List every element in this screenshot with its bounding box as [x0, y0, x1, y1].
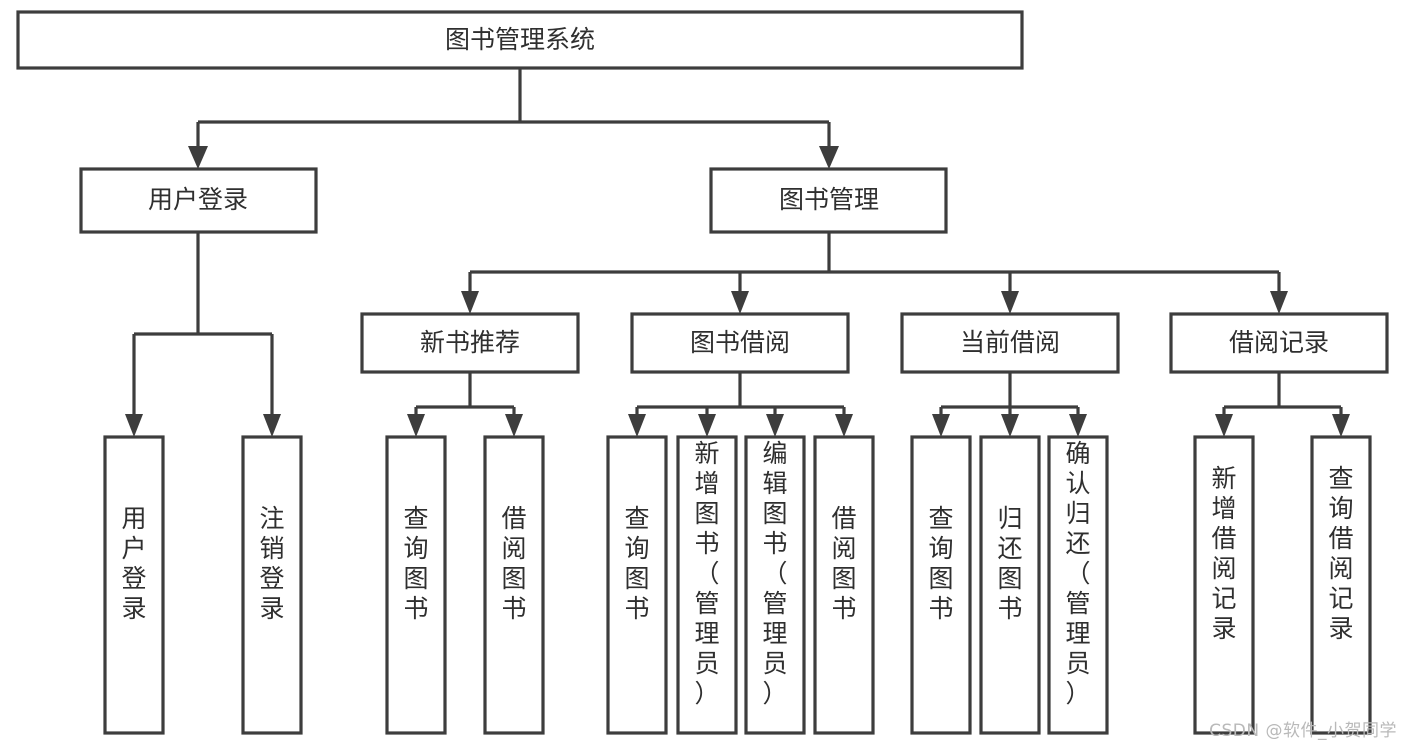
- leaf-group-new-book: 查询图书 借阅图书: [385, 435, 545, 735]
- node-new-book-box[interactable]: [360, 312, 580, 374]
- arrow-head-leaf-user-login-2: [263, 414, 281, 437]
- leaf-box[interactable]: [813, 435, 875, 735]
- arrow-head-current-borrow: [1001, 291, 1019, 314]
- node-book-borrow-box[interactable]: [630, 312, 850, 374]
- node-borrow-record[interactable]: 借阅记录: [1169, 312, 1389, 374]
- node-borrow-record-label: 借阅记录: [1229, 328, 1329, 357]
- leaf-node[interactable]: 新增借阅记录: [1193, 435, 1255, 735]
- node-book-borrow-label: 图书借阅: [690, 328, 790, 357]
- connector-group-new-book: [407, 372, 523, 437]
- node-user-login-label: 用户登录: [148, 185, 248, 214]
- leaf-node[interactable]: 借阅图书: [813, 435, 875, 735]
- leaf-group-borrow-record: 新增借阅记录 查询借阅记录: [1193, 435, 1372, 735]
- leaf-label: 查询借阅记录: [1328, 464, 1353, 643]
- leaf-box[interactable]: [606, 435, 668, 735]
- leaf-label: 查询图书: [403, 504, 428, 623]
- leaf-group-user-login: 用户登录 注销登录: [103, 435, 303, 735]
- node-current-borrow-box[interactable]: [900, 312, 1120, 374]
- leaf-node[interactable]: 注销登录: [241, 435, 303, 735]
- leaf-label: 查询图书: [928, 504, 953, 623]
- leaf-node[interactable]: 借阅图书: [483, 435, 545, 735]
- leaf-label: 用户登录: [121, 504, 146, 623]
- arrow-head-leaf-current-borrow-2: [1001, 414, 1019, 437]
- arrow-head-leaf-borrow-record-1: [1215, 414, 1233, 437]
- node-current-borrow[interactable]: 当前借阅: [900, 312, 1120, 374]
- node-book-manage-box[interactable]: [709, 167, 948, 234]
- leaf-box[interactable]: [1047, 435, 1109, 735]
- leaf-label: 借阅图书: [831, 504, 856, 623]
- arrow-head-book-manage: [819, 146, 839, 169]
- leaf-node[interactable]: 查询图书: [385, 435, 447, 735]
- leaf-box[interactable]: [483, 435, 545, 735]
- connector-group-book-borrow: [628, 372, 853, 437]
- node-borrow-record-box[interactable]: [1169, 312, 1389, 374]
- leaf-node[interactable]: 编辑图书（管理员）: [744, 435, 806, 735]
- arrow-head-leaf-borrow-record-2: [1332, 414, 1350, 437]
- arrow-head-leaf-current-borrow-1: [932, 414, 950, 437]
- connector-group-book-manage: [461, 232, 1288, 314]
- arrow-head-book-borrow: [731, 291, 749, 314]
- leaf-label: 注销登录: [259, 504, 284, 623]
- leaf-box[interactable]: [744, 435, 806, 735]
- arrow-head-borrow-record: [1270, 291, 1288, 314]
- arrow-head-new-book: [461, 291, 479, 314]
- leaf-group-current-borrow: 查询图书 归还图书 确认归还（管理员）: [910, 435, 1109, 735]
- node-new-book-label: 新书推荐: [420, 328, 520, 357]
- leaf-label: 查询图书: [624, 504, 649, 623]
- connector-group-current-borrow: [932, 372, 1087, 437]
- leaf-box[interactable]: [910, 435, 972, 735]
- leaf-box[interactable]: [1193, 435, 1255, 735]
- arrow-head-leaf-book-borrow-4: [835, 414, 853, 437]
- node-user-login-box[interactable]: [79, 167, 318, 234]
- node-root-box[interactable]: [16, 10, 1024, 70]
- arrow-head-leaf-book-borrow-1: [628, 414, 646, 437]
- leaf-node[interactable]: 查询图书: [606, 435, 668, 735]
- leaf-box[interactable]: [241, 435, 303, 735]
- connector-group-borrow-record: [1215, 372, 1350, 437]
- leaf-box[interactable]: [1310, 435, 1372, 735]
- leaf-label: 新增借阅记录: [1211, 464, 1236, 643]
- node-book-borrow[interactable]: 图书借阅: [630, 312, 850, 374]
- leaf-label: 确认归还（管理员）: [1065, 439, 1090, 708]
- arrow-head-leaf-user-login-1: [125, 414, 143, 437]
- arrow-head-leaf-new-book-1: [407, 414, 425, 437]
- leaf-label: 新增图书（管理员）: [694, 439, 719, 708]
- node-book-manage-label: 图书管理: [779, 185, 879, 214]
- leaf-box[interactable]: [979, 435, 1041, 735]
- leaf-node[interactable]: 确认归还（管理员）: [1047, 435, 1109, 735]
- node-current-borrow-label: 当前借阅: [960, 328, 1060, 357]
- leaf-node[interactable]: 归还图书: [979, 435, 1041, 735]
- leaf-node[interactable]: 新增图书（管理员）: [676, 435, 738, 735]
- node-user-login[interactable]: 用户登录: [79, 167, 318, 234]
- node-root-label: 图书管理系统: [445, 25, 595, 54]
- leaf-box[interactable]: [103, 435, 165, 735]
- arrow-head-leaf-new-book-2: [505, 414, 523, 437]
- connector-group-user-login: [125, 232, 281, 437]
- arrow-head-leaf-current-borrow-3: [1069, 414, 1087, 437]
- arrow-head-leaf-book-borrow-3: [766, 414, 784, 437]
- leaf-node[interactable]: 查询借阅记录: [1310, 435, 1372, 735]
- arrow-head-leaf-book-borrow-2: [698, 414, 716, 437]
- node-book-manage[interactable]: 图书管理: [709, 167, 948, 234]
- leaf-group-book-borrow: 查询图书 新增图书（管理员） 编辑图书（管理员） 借阅图书: [606, 435, 875, 735]
- leaf-node[interactable]: 用户登录: [103, 435, 165, 735]
- watermark-label: CSDN @软件_小贺同学: [1209, 721, 1397, 741]
- arrow-head-user-login: [188, 146, 208, 169]
- leaf-box[interactable]: [676, 435, 738, 735]
- leaf-box[interactable]: [385, 435, 447, 735]
- node-root[interactable]: 图书管理系统: [16, 10, 1024, 70]
- leaf-node[interactable]: 查询图书: [910, 435, 972, 735]
- leaf-label: 编辑图书（管理员）: [762, 439, 787, 708]
- node-new-book[interactable]: 新书推荐: [360, 312, 580, 374]
- leaf-label: 归还图书: [997, 504, 1022, 623]
- leaf-label: 借阅图书: [501, 504, 526, 623]
- connector-group-root: [188, 68, 839, 169]
